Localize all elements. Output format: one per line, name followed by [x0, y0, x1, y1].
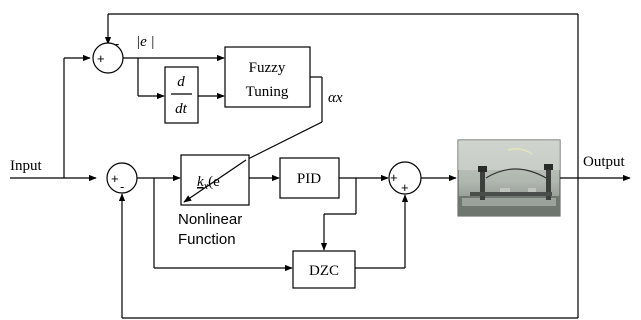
fuzzy-label-line1: Fuzzy — [249, 60, 286, 76]
dzc-block — [292, 250, 356, 289]
derivative-block — [164, 66, 199, 124]
abs-error-label: |e | — [136, 34, 155, 50]
sum2-left-sign: + — [111, 171, 119, 186]
sum2-bottom-sign: - — [120, 179, 124, 194]
alpha-arrow-into-nonlinear — [183, 159, 247, 203]
pid-label: PID — [297, 171, 321, 187]
sum1-top-sign: - — [115, 36, 119, 51]
fuzzy-label-line2: Tuning — [246, 84, 289, 100]
nonlinear-expression: kx(e — [197, 174, 220, 192]
sum1-left-sign: + — [97, 51, 105, 66]
input-label: Input — [10, 158, 42, 174]
derivative-denominator: dt — [175, 101, 188, 117]
sum3-left-sign: + — [390, 170, 398, 185]
output-label: Output — [583, 154, 626, 170]
nonlinear-caption-line2: Function — [178, 231, 236, 248]
derivative-numerator: d — [177, 74, 185, 90]
pid-block — [279, 157, 340, 199]
alpha-line-diagonal — [245, 121, 323, 161]
sum3-bottom-sign: + — [401, 180, 409, 195]
dzc-label: DZC — [309, 263, 339, 279]
alpha-label: αx — [328, 90, 343, 106]
nonlinear-caption-line1: Nonlinear — [178, 211, 242, 228]
plant-photo — [457, 139, 561, 217]
